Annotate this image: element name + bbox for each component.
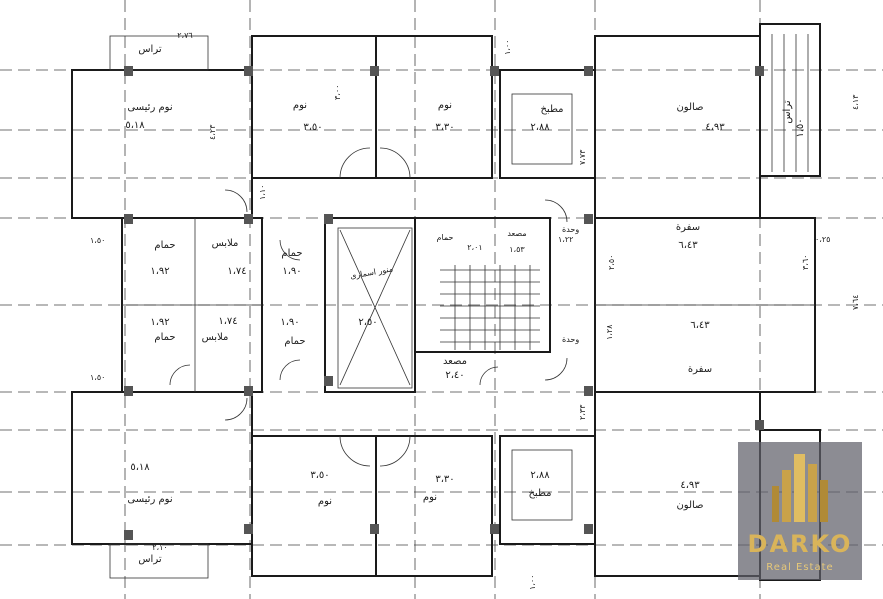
room-size: ١،٩٠ [280,317,299,328]
room-name: منور اسمارى [349,264,393,280]
room-name: حمام [154,332,175,343]
room-size: ٢،٧٦ [177,31,192,40]
room-size: ٤،٩٣ [705,122,725,133]
company-logo: DARKO Real Estate [738,442,862,580]
room-size: ١،٧٤ [218,316,237,327]
room-size: ١،٩٠ [282,266,301,277]
room-labels: نوم رئيسى ٥،١٨ نوم ٣،٥٠ نوم ٣،٣٠ مطبخ ٢،… [125,31,806,565]
dimension-label: ٠،٢٥ [815,235,830,244]
dimension-label: ٧،٦٤ [851,295,860,310]
dimension-label: ١،٠٠ [528,575,537,590]
room-size: ٥،١٨ [130,462,150,473]
dimension-label: ١،٥٠ [90,236,105,245]
columns [124,66,764,540]
room-name: حمام [281,248,302,259]
room-name: ملابس [202,332,229,343]
room-name: تراس [782,100,793,124]
dimension-label: ١،٢٨ [605,324,614,340]
room-size: ٦،٤٣ [690,320,710,331]
room-name: مصعد [507,229,526,238]
room-size: ١،٥٠ [795,118,806,137]
room-name: نوم [423,492,437,503]
room-size: ٢،٥٠ [358,317,377,328]
room-name: تراس [138,554,162,565]
dimension-label: ١،٥٠ [90,373,105,382]
room-name: نوم [318,496,332,507]
dimension-label: ٣،٠٠ [333,85,342,100]
logo-tagline: Real Estate [766,562,834,573]
room-name: مطبخ [528,488,551,499]
room-name: سفرة [676,222,700,233]
dimension-label: وحدة [562,335,579,344]
room-size: ٣،٣٠ [435,122,454,133]
dimension-label: ١،١٠ [258,185,267,200]
skyline-icon [772,454,828,522]
room-name: تراس [138,44,162,55]
room-name: صالون [676,500,703,511]
room-name: صالون [676,102,703,113]
dimension-label: ٧،٧٣ [578,149,587,165]
room-name: نوم [293,100,307,111]
room-name: ملابس [212,238,239,249]
dimension-labels: ٤،٢٣ ١،٥٠ ١،١٠ ٣،٠٠ ٧،٧٣ ٤،١٣ ٧،٦٤ ٢،٥٠ … [90,40,860,590]
dimension-label: ٢،٣٣ [578,404,587,420]
room-name: مصعد [443,356,467,367]
doors [169,147,568,467]
room-size: ١،٥٣ [509,245,525,254]
room-size: ٢،٨٨ [530,122,550,133]
room-size: ٢،٨٨ [530,470,550,481]
dimension-label: ٣،٦٠ [801,255,810,270]
room-name: حمام [437,233,454,242]
room-name: نوم رئيسى [127,494,172,505]
room-size: ٢،١٠ [152,543,167,552]
room-name: نوم [438,100,452,111]
room-size: ٢،٠١ [467,243,482,252]
room-size: ٣،٣٠ [435,474,454,485]
room-name: مطبخ [540,104,563,115]
room-size: ١،٩٢ [150,266,169,277]
logo-wordmark: DARKO [747,530,853,558]
room-size: ٣،٥٠ [303,122,322,133]
room-size: ٣،٥٠ [310,470,329,481]
room-name: سفرة [688,364,712,375]
dimension-label: ١،٠٠ [503,40,512,55]
dimension-label: ٤،٢٣ [208,124,217,140]
room-size: ٢،٤٠ [445,370,464,381]
room-name: حمام [154,240,175,251]
room-name: حمام [284,336,305,347]
dimension-label: ١،٢٢ [558,235,573,244]
dimension-label: ٤،١٣ [851,94,860,110]
walls [71,23,821,581]
room-size: ١،٩٢ [150,317,169,328]
staircase [440,34,809,350]
room-size: ٤،٩٣ [680,480,700,491]
room-name: نوم رئيسى [127,102,172,113]
room-size: ٦،٤٣ [678,240,698,251]
dimension-label: ٢،٥٠ [607,255,616,270]
dimension-label: وحدة [562,225,579,234]
room-size: ٥،١٨ [125,120,145,131]
room-size: ١،٧٤ [227,266,246,277]
